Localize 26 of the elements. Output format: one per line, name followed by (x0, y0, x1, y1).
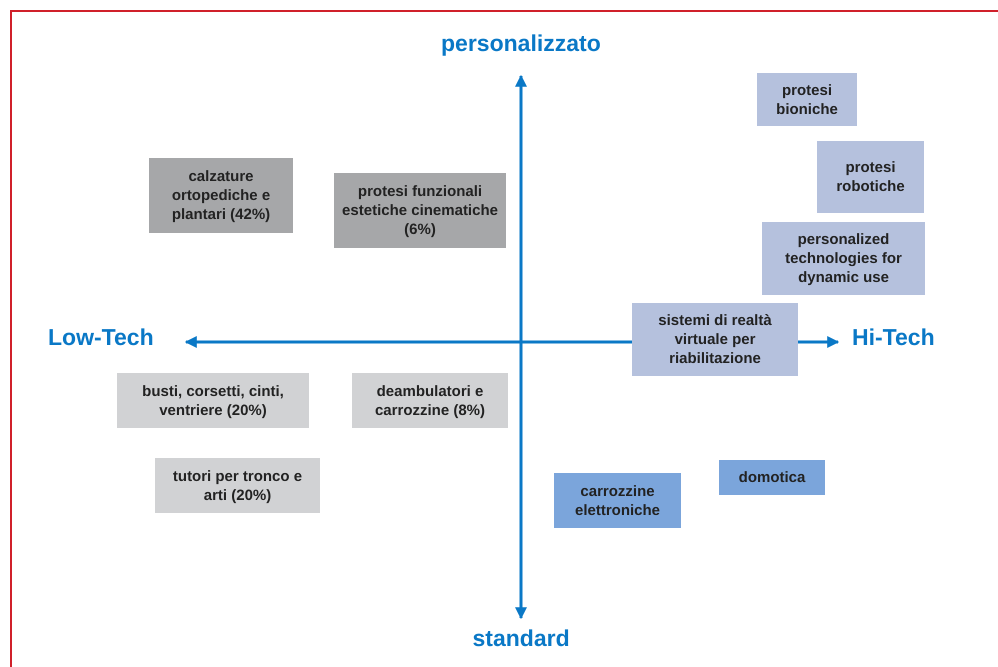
category-box (149, 158, 293, 233)
category-box (554, 473, 681, 528)
box-text: domotica (738, 468, 806, 487)
category-box (817, 141, 924, 213)
axis-label: Low-Tech (48, 324, 154, 351)
category-box (334, 173, 506, 248)
box-text: tutori per tronco e arti (20%) (172, 466, 304, 504)
axis-label: personalizzato (441, 30, 601, 57)
box-text: calzature ortopediche e plantari (42%) (170, 167, 272, 224)
category-box (155, 458, 320, 513)
category-box (117, 373, 309, 428)
box-text: protesi bioniche (775, 80, 839, 118)
category-box (719, 460, 825, 495)
box-text: personalized technologies for dynamic use (784, 230, 903, 287)
box-text: carrozzine elettroniche (574, 482, 662, 520)
box-text: busti, corsetti, cinti, ventriere (20%) (141, 382, 285, 420)
category-box (352, 373, 508, 428)
axis-label: standard (472, 625, 570, 652)
category-box (762, 222, 925, 295)
box-text: deambulatori e carrozzine (8%) (374, 382, 486, 420)
box-text: protesi robotiche (835, 158, 906, 196)
box-text: protesi funzionali estetiche cinematiche (6%) (341, 182, 499, 239)
box-text: sistemi di realtà virtuale per riabilitazione (657, 311, 773, 368)
category-box (632, 303, 798, 376)
category-box (757, 73, 857, 126)
axis-label: Hi-Tech (852, 324, 935, 351)
